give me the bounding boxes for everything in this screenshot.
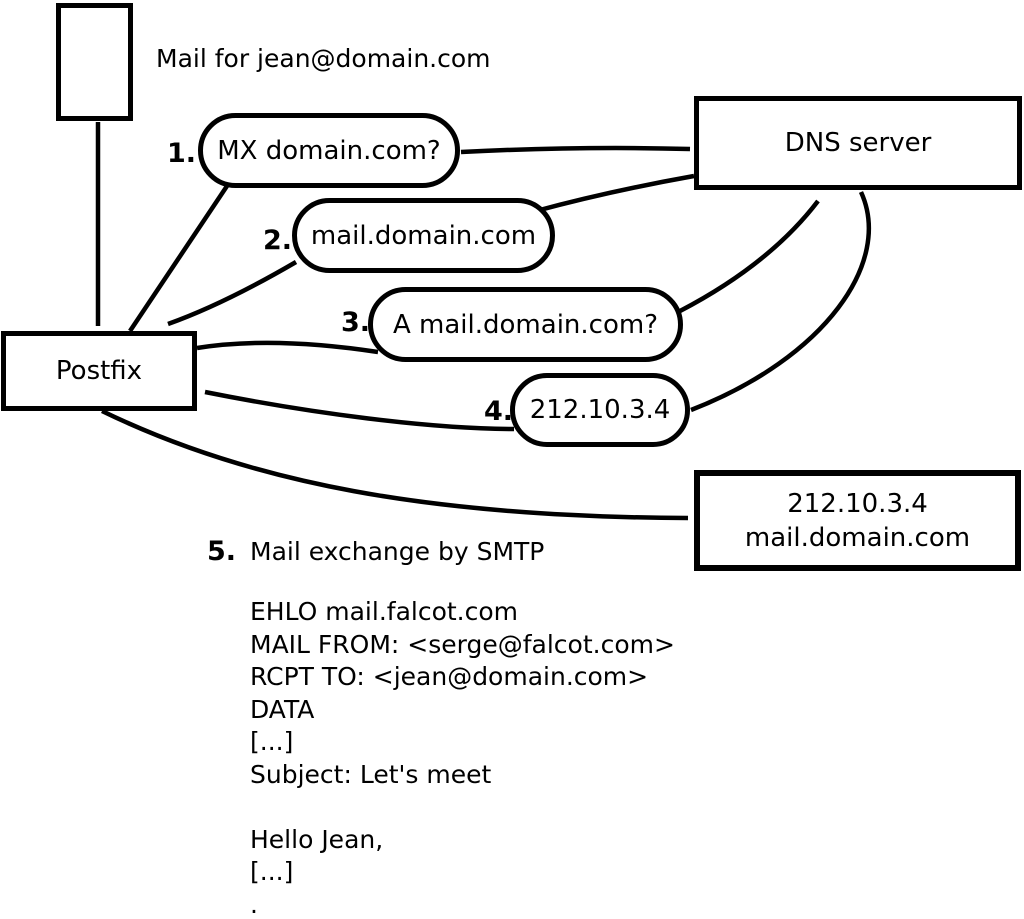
line-pill1-to-postfix	[128, 184, 229, 333]
step5-label: Mail exchange by SMTP	[250, 537, 545, 566]
step5-number: 5.	[207, 536, 237, 567]
postfix-label: Postfix	[55, 356, 143, 386]
arrow-pill1-to-dns	[460, 145, 691, 155]
postfix-box: Postfix	[1, 331, 197, 411]
smtp-line-rcpt-to: RCPT TO: <jean@domain.com>	[250, 662, 649, 691]
dns-server-label: DNS server	[784, 128, 932, 158]
smtp-line-ellipsis-2: [...]	[250, 857, 294, 886]
arrow-postfix-to-mailserver	[101, 408, 689, 521]
smtp-line-mail-from: MAIL FROM: <serge@falcot.com>	[250, 629, 675, 659]
step2-bubble-mx-answer: mail.domain.com	[292, 198, 555, 273]
dns-server-box: DNS server	[694, 96, 1022, 190]
line-dns-to-pill4	[690, 191, 872, 413]
smtp-line-subject: Subject: Let's meet	[250, 759, 492, 789]
mail-server-hostname: mail.domain.com	[744, 522, 971, 553]
incoming-mail-icon	[56, 3, 133, 121]
step1-bubble-mx-query: MX domain.com?	[198, 113, 460, 188]
step3-number: 3.	[341, 307, 371, 338]
smtp-line-ellipsis-1: [...]	[250, 727, 294, 756]
smtp-line-ehlo: EHLO mail.falcot.com	[250, 597, 519, 626]
step4-number: 4.	[484, 396, 514, 427]
step1-label: MX domain.com?	[217, 135, 441, 166]
smtp-line-hello: Hello Jean,	[250, 824, 384, 854]
mail-server-box: 212.10.3.4 mail.domain.com	[694, 470, 1021, 571]
step4-label: 212.10.3.4	[529, 395, 671, 425]
step3-bubble-a-query: A mail.domain.com?	[368, 287, 683, 362]
line-dns-to-pill2	[535, 173, 695, 214]
step2-label: mail.domain.com	[310, 220, 537, 251]
line-postfix-to-pill3	[196, 340, 379, 355]
step1-number: 1.	[167, 138, 197, 169]
smtp-line-end-dot: .	[250, 889, 258, 919]
step2-number: 2.	[263, 225, 293, 256]
mail-server-ip: 212.10.3.4	[787, 488, 928, 519]
arrow-pill2-to-postfix	[167, 260, 298, 327]
step4-bubble-a-answer: 212.10.3.4	[510, 373, 690, 447]
incoming-mail-label: Mail for jean@domain.com	[156, 44, 491, 73]
step3-label: A mail.domain.com?	[393, 309, 658, 340]
arrow-pill3-to-dns	[678, 199, 820, 313]
smtp-session-transcript: EHLO mail.falcot.com MAIL FROM: <serge@f…	[250, 596, 675, 919]
arrow-pill4-to-postfix	[204, 389, 515, 432]
smtp-line-data: DATA	[250, 694, 315, 724]
smtp-line-blank	[250, 791, 675, 824]
